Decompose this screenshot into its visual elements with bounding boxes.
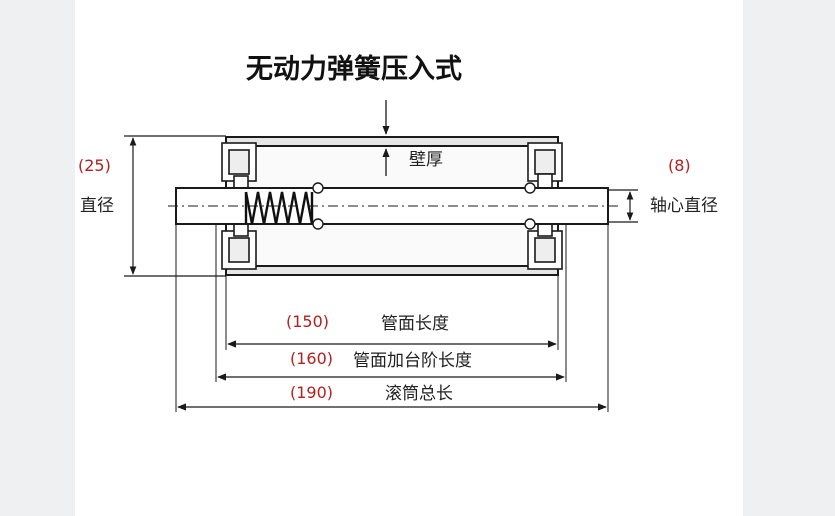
wall-thickness-label: 壁厚 — [409, 150, 443, 170]
left-end-cap — [221, 142, 257, 270]
shaft — [168, 187, 618, 225]
diameter-label: 直径 — [80, 196, 114, 216]
length-extension-lines — [175, 224, 609, 412]
shaft-diameter-value: (8) — [668, 156, 691, 175]
spring — [244, 191, 314, 225]
tube-length-label: 管面长度 — [381, 314, 449, 334]
length-dimension-lines — [177, 340, 607, 411]
total-length-label: 滚筒总长 — [385, 384, 453, 404]
diameter-value: (25) — [78, 156, 111, 175]
diagram-title: 无动力弹簧压入式 — [246, 54, 462, 85]
shaft-diameter-label: 轴心直径 — [650, 196, 718, 216]
tube-length-value: (150) — [286, 312, 330, 331]
spring-retainer-pins — [312, 182, 536, 230]
tube-step-length-label: 管面加台阶长度 — [353, 351, 472, 371]
total-length-value: (190) — [290, 383, 334, 402]
diameter-dimension — [124, 135, 226, 277]
tube-step-length-value: (160) — [290, 349, 334, 368]
shaft-diameter-dimension — [608, 189, 638, 223]
right-end-cap — [527, 142, 563, 270]
